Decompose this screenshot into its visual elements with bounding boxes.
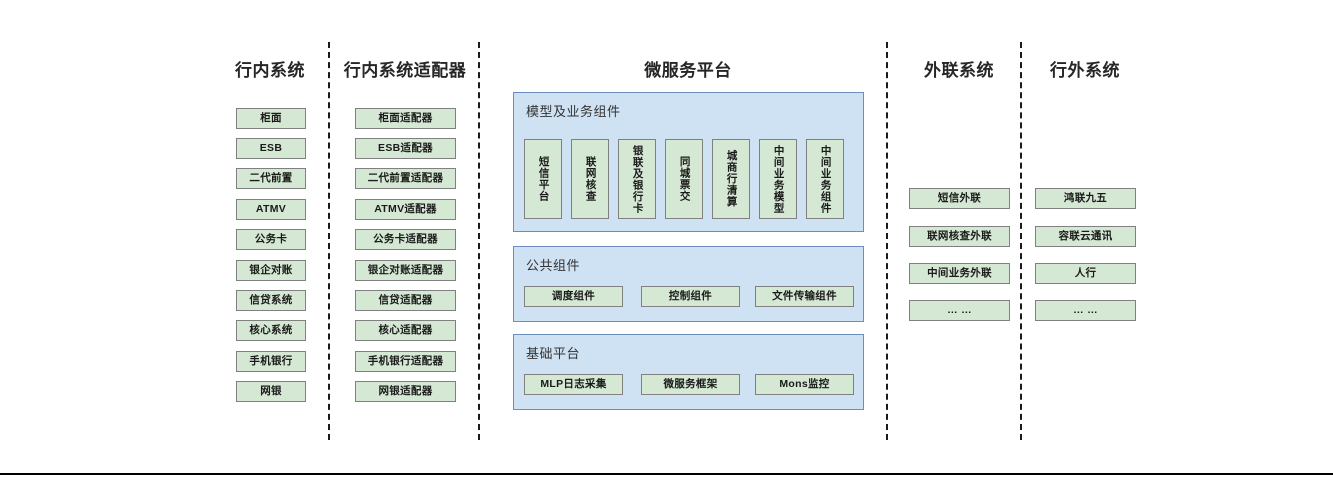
node-outbank-2[interactable]: 人行	[1035, 263, 1136, 284]
node-adapter-3[interactable]: ATMV适配器	[355, 199, 456, 220]
node-public-2[interactable]: 文件传输组件	[755, 286, 854, 307]
node-adapter-7[interactable]: 核心适配器	[355, 320, 456, 341]
node-public-0[interactable]: 调度组件	[524, 286, 623, 307]
node-in-bank-4[interactable]: 公务卡	[236, 229, 306, 250]
bottom-rule	[0, 473, 1333, 475]
node-in-bank-9[interactable]: 网银	[236, 381, 306, 402]
node-model-6[interactable]: 中间业务组件	[806, 139, 844, 219]
panel-label-model-business-components: 模型及业务组件	[526, 104, 621, 119]
node-in-bank-7[interactable]: 核心系统	[236, 320, 306, 341]
node-in-bank-8[interactable]: 手机银行	[236, 351, 306, 372]
node-in-bank-0[interactable]: 柜面	[236, 108, 306, 129]
panel-label-base-platform: 基础平台	[526, 346, 581, 361]
node-adapter-4[interactable]: 公务卡适配器	[355, 229, 456, 250]
node-outbank-0[interactable]: 鸿联九五	[1035, 188, 1136, 209]
node-adapter-8[interactable]: 手机银行适配器	[355, 351, 456, 372]
node-in-bank-2[interactable]: 二代前置	[236, 168, 306, 189]
node-model-1[interactable]: 联网核查	[571, 139, 609, 219]
node-outbank-3[interactable]: … …	[1035, 300, 1136, 321]
node-model-5[interactable]: 中间业务模型	[759, 139, 797, 219]
panel-base-platform: 基础平台	[513, 334, 864, 410]
node-base-2[interactable]: Mons监控	[755, 374, 854, 395]
column-title-in-bank-systems: 行内系统	[235, 61, 305, 80]
node-adapter-9[interactable]: 网银适配器	[355, 381, 456, 402]
node-in-bank-1[interactable]: ESB	[236, 138, 306, 159]
panel-public-components: 公共组件	[513, 246, 864, 322]
node-model-0[interactable]: 短信平台	[524, 139, 562, 219]
node-base-0[interactable]: MLP日志采集	[524, 374, 623, 395]
node-adapter-1[interactable]: ESB适配器	[355, 138, 456, 159]
divider-1	[328, 42, 330, 440]
divider-4	[1020, 42, 1022, 440]
node-outbank-1[interactable]: 容联云通讯	[1035, 226, 1136, 247]
node-external-2[interactable]: 中间业务外联	[909, 263, 1010, 284]
node-adapter-5[interactable]: 银企对账适配器	[355, 260, 456, 281]
node-adapter-6[interactable]: 信贷适配器	[355, 290, 456, 311]
node-in-bank-5[interactable]: 银企对账	[236, 260, 306, 281]
divider-2	[478, 42, 480, 440]
node-model-4[interactable]: 城商行清算	[712, 139, 750, 219]
node-in-bank-3[interactable]: ATMV	[236, 199, 306, 220]
column-title-external-link-systems: 外联系统	[924, 61, 994, 80]
column-title-out-bank-systems: 行外系统	[1050, 61, 1120, 80]
node-external-1[interactable]: 联网核查外联	[909, 226, 1010, 247]
node-model-3[interactable]: 同城票交	[665, 139, 703, 219]
node-external-0[interactable]: 短信外联	[909, 188, 1010, 209]
node-base-1[interactable]: 微服务框架	[641, 374, 740, 395]
node-adapter-0[interactable]: 柜面适配器	[355, 108, 456, 129]
node-in-bank-6[interactable]: 信贷系统	[236, 290, 306, 311]
node-public-1[interactable]: 控制组件	[641, 286, 740, 307]
node-adapter-2[interactable]: 二代前置适配器	[355, 168, 456, 189]
node-external-3[interactable]: … …	[909, 300, 1010, 321]
divider-3	[886, 42, 888, 440]
column-title-in-bank-adapters: 行内系统适配器	[343, 61, 467, 80]
node-model-2[interactable]: 银联及银行卡	[618, 139, 656, 219]
panel-label-public-components: 公共组件	[526, 258, 581, 273]
column-title-microservice-platform: 微服务平台	[644, 61, 732, 80]
